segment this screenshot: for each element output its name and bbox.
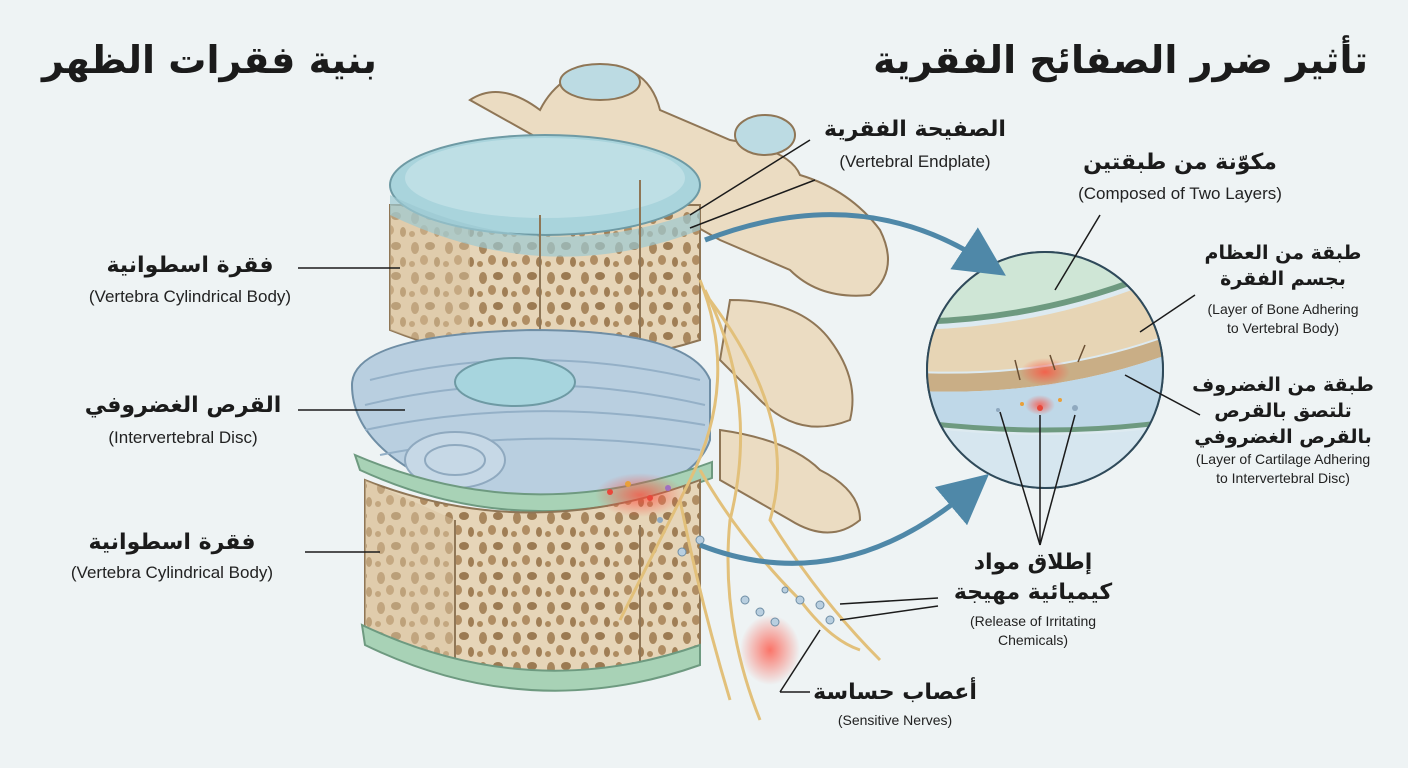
inflammation-spots	[595, 473, 800, 685]
title-left: بنية فقرات الظهر	[42, 38, 377, 82]
label-cartilage-layer-ar-2: تلتصق بالقرص	[1214, 400, 1352, 422]
label-bone-layer-ar-1: طبقة من العظام	[1204, 242, 1362, 264]
label-two-layers-en: (Composed of Two Layers)	[1078, 184, 1282, 203]
label-nerves-ar: أعصاب حساسة	[813, 680, 977, 705]
title-right: تأثير ضرر الصفائح الفقرية	[873, 38, 1368, 82]
label-chemicals-ar-2: كيميائية مهيجة	[953, 580, 1113, 605]
connector-arrows	[699, 212, 1006, 566]
label-bone-layer-ar-2: بجسم الفقرة	[1220, 268, 1346, 290]
label-nerves-en: (Sensitive Nerves)	[837, 712, 953, 728]
intervertebral-disc	[350, 328, 713, 517]
label-vertebra-top-en: (Vertebra Cylindrical Body)	[88, 287, 292, 306]
label-endplate-en: (Vertebral Endplate)	[839, 152, 991, 171]
label-chemicals-en-1: (Release of Irritating	[969, 613, 1097, 629]
label-vertebra-bottom-ar: فقرة اسطوانية	[88, 530, 256, 555]
label-two-layers-ar: مكوّنة من طبقتين	[1083, 150, 1277, 175]
label-disc-en: (Intervertebral Disc)	[108, 428, 258, 447]
label-bone-layer-en-1: (Layer of Bone Adhering	[1207, 301, 1359, 317]
label-chemicals-ar-1: إطلاق مواد	[973, 550, 1093, 575]
chemical-particles	[677, 535, 835, 627]
label-disc-ar: القرص الغضروفي	[84, 393, 282, 418]
label-cartilage-layer-ar-1: طبقة من الغضروف	[1192, 374, 1374, 396]
label-chemicals-en-2: Chemicals)	[997, 632, 1069, 648]
leader-lines	[298, 139, 1201, 693]
vertebra-bottom	[360, 478, 701, 692]
sensitive-nerves	[618, 279, 882, 721]
label-cartilage-layer-en-2: to Intervertebral Disc)	[1216, 470, 1350, 486]
label-endplate-ar: الصفيحة الفقرية	[824, 117, 1006, 142]
label-vertebra-bottom-en: (Vertebra Cylindrical Body)	[70, 563, 274, 582]
label-bone-layer-en-2: to Vertebral Body)	[1226, 320, 1340, 336]
label-cartilage-layer-en-1: (Layer of Cartilage Adhering	[1195, 451, 1371, 467]
label-cartilage-layer-ar-3: بالقرص الغضروفي	[1194, 426, 1372, 448]
label-vertebra-top-ar: فقرة اسطوانية	[106, 253, 274, 278]
